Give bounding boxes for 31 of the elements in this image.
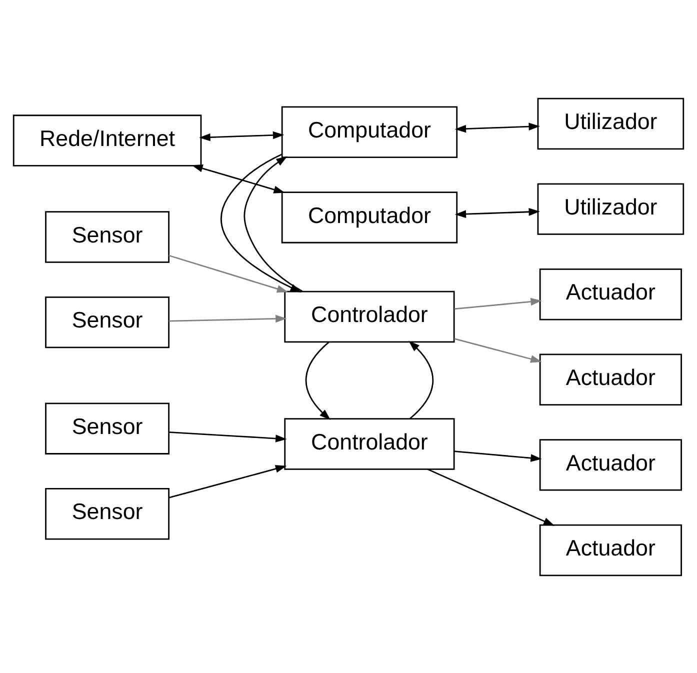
node-box: Computador bbox=[281, 106, 458, 158]
node-box: Utilizador bbox=[537, 97, 684, 150]
arrow bbox=[454, 122, 540, 132]
arrow bbox=[454, 450, 542, 462]
node-box: Sensor bbox=[45, 210, 170, 262]
node-box: Utilizador bbox=[537, 182, 684, 234]
arrow bbox=[220, 153, 302, 292]
node-box: Controlador bbox=[284, 418, 455, 470]
node-box: Rede/Internet bbox=[12, 114, 202, 166]
node-box: Sensor bbox=[45, 402, 170, 454]
arrow bbox=[454, 338, 542, 362]
node-box: Sensor bbox=[45, 296, 170, 348]
arrow bbox=[244, 156, 303, 292]
arrow bbox=[199, 130, 284, 141]
arrow bbox=[454, 297, 542, 310]
node-box: Actuador bbox=[539, 438, 682, 490]
node-box: Computador bbox=[281, 191, 458, 243]
arrow bbox=[192, 164, 285, 193]
arrow bbox=[168, 464, 287, 498]
arrow bbox=[168, 254, 288, 292]
arrow bbox=[168, 430, 287, 442]
node-box: Sensor bbox=[45, 488, 170, 540]
arrow bbox=[408, 340, 434, 419]
arrow bbox=[168, 314, 287, 322]
node-box: Actuador bbox=[539, 268, 682, 320]
node-box: Actuador bbox=[539, 353, 682, 406]
arrow bbox=[305, 341, 331, 420]
arrow bbox=[427, 468, 555, 526]
node-box: Actuador bbox=[539, 524, 682, 576]
arrow bbox=[454, 207, 540, 218]
node-box: Controlador bbox=[284, 290, 455, 342]
